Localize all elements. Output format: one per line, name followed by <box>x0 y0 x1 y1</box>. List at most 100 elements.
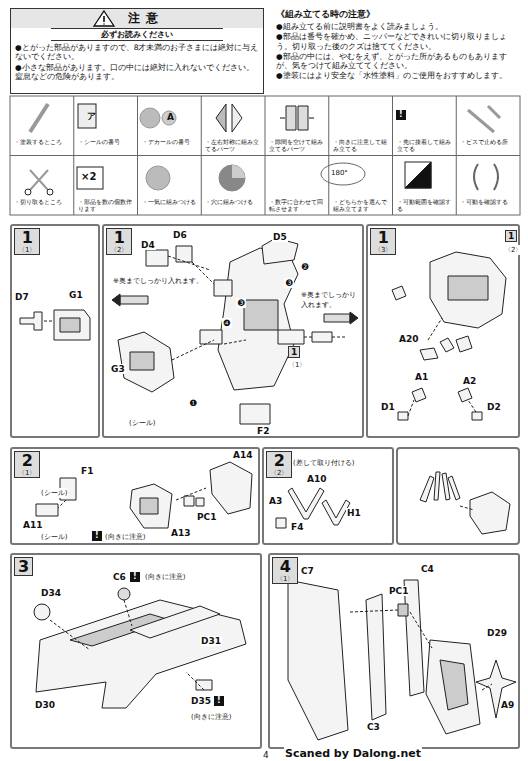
callout-text: ×2 <box>80 171 97 182</box>
caution-box: 注意必ずお読みください ●とがった部品がありますので、8才未満のお子さまには絶対に… <box>10 8 264 94</box>
icon-caption: ・切り取るところ <box>13 198 73 205</box>
step-number: 1 <box>374 229 392 246</box>
part-number: F2 <box>256 426 270 436</box>
note-text: ●小さな部品があります。口の中には絶対に入れないでください。窒息などの危険があり… <box>11 63 263 83</box>
step-number-box: 3 <box>14 557 33 576</box>
callout-text: 1 <box>288 346 300 358</box>
callout-text: ❶ <box>188 398 198 408</box>
step-number: 2 <box>270 452 288 469</box>
callout-text: ! <box>396 110 406 120</box>
part-number: H1 <box>346 508 362 518</box>
callout-text: ! <box>92 531 102 541</box>
part-number: D31 <box>200 636 222 646</box>
note-text: 注意 <box>11 9 263 28</box>
icon-caption: ・可動範囲を確認する <box>396 198 456 212</box>
callout-text: (差して取り付ける) <box>292 458 355 468</box>
part-number: C7 <box>300 566 315 576</box>
callout-text: A <box>166 112 175 122</box>
callout-text: ❸ <box>236 298 246 308</box>
step-number: 3 <box>18 558 29 575</box>
icon-caption: ・隙間を空けて組み立てるパーツ <box>268 138 328 152</box>
callout-text: ア <box>86 110 97 123</box>
panel-box: 4〈1〉 <box>268 553 520 749</box>
step-number: 〈2〉 <box>270 469 288 477</box>
note-text: ●塗装にはより安全な「水性塗料」のご使用をおすすめします。 <box>272 71 520 81</box>
part-number: D34 <box>40 588 62 598</box>
part-number: G1 <box>68 290 84 300</box>
part-number: A9 <box>500 700 515 710</box>
callout-text: ※奥までしっかり入れます。 <box>300 290 362 310</box>
part-number: A11 <box>22 520 44 530</box>
part-number: A10 <box>306 474 328 484</box>
part-number: F1 <box>80 466 94 476</box>
part-number: D29 <box>486 628 508 638</box>
icon-caption: ・向きに注意して組み立てる <box>332 138 392 152</box>
callout-text: 180° <box>330 169 349 177</box>
part-number: D6 <box>172 230 188 240</box>
note-text: 必ずお読みください <box>51 28 223 41</box>
part-number: D35 <box>190 696 212 706</box>
part-number: A3 <box>268 496 283 506</box>
icon-caption: ・左右対称に組み立てるパーツ <box>204 138 264 152</box>
part-number: A13 <box>170 528 192 538</box>
step-number-box: 2〈1〉 <box>14 451 40 478</box>
part-number: A20 <box>398 334 420 344</box>
icon-caption: ・どちらかを選んで組み立てます <box>332 198 392 212</box>
callout-text: 1 <box>505 230 517 242</box>
icon-caption: ・先に接着して組み立てる <box>396 138 456 152</box>
callout-text: Scaned by Dalong.net <box>284 747 422 760</box>
part-number: D5 <box>272 232 288 242</box>
icon-caption: ・可動を確認する <box>459 198 519 205</box>
part-number: C6 <box>112 572 127 582</box>
callout-text: (シール) <box>40 488 68 498</box>
step-number: 1 <box>110 229 128 246</box>
part-number: D1 <box>380 402 396 412</box>
icon-caption: ・一気に組みつける <box>141 198 201 205</box>
icon-caption: ・数字に合わせて回転させます <box>268 198 328 212</box>
step-number-box: 1〈3〉 <box>370 228 396 255</box>
callout-text: ! <box>130 572 140 582</box>
icon-caption: ・部品を数の個数作ります <box>77 198 137 212</box>
part-number: F4 <box>290 522 304 532</box>
notes-box: 《組み立てる時の注意》●組み立てる前に説明書をよく読みましょう。●部品は番号を確… <box>272 8 520 94</box>
part-number: A2 <box>462 376 477 386</box>
callout-text: ❹ <box>222 318 232 328</box>
callout-text: 〈2〉 <box>503 245 523 255</box>
step-number: 〈1〉 <box>276 575 294 583</box>
part-number: D7 <box>14 292 30 302</box>
panel-box: 1〈1〉 <box>10 224 100 438</box>
step-number-box: 4〈1〉 <box>272 557 298 584</box>
step-number: 〈1〉 <box>18 469 36 477</box>
callout-text: 4 <box>262 750 270 760</box>
step-number-box: 2〈2〉 <box>266 451 292 478</box>
callout-text: 〈1〉 <box>287 360 307 370</box>
step-number-box: 1〈1〉 <box>14 228 40 255</box>
part-number: C4 <box>420 564 435 574</box>
note-text: ●組み立てる前に説明書をよく読みましょう。 <box>272 22 520 32</box>
step-number: 〈2〉 <box>110 246 128 254</box>
icon-caption: ・シールの番号 <box>77 138 137 145</box>
step-number-box: 1〈2〉 <box>106 228 132 255</box>
step-number: 〈1〉 <box>18 246 36 254</box>
icon-caption: ・デカールの番号 <box>141 138 201 145</box>
icon-caption: ・塗装するところ <box>13 138 73 145</box>
callout-text: (シール) <box>128 418 156 428</box>
callout-text: ❸ <box>284 278 294 288</box>
part-number: D30 <box>34 700 56 710</box>
panel-box: 1〈2〉 <box>102 224 364 438</box>
callout-text: ! <box>214 696 224 706</box>
step-number: 1 <box>18 229 36 246</box>
part-number: G3 <box>110 364 126 374</box>
part-number: PC1 <box>388 586 409 596</box>
note-text: ●部品の中には、やむをえず、とがった所があるものもありますが、気をつけて組み立て… <box>272 52 520 72</box>
icon-caption: ・ビスで止める所 <box>459 138 519 145</box>
callout-text: ❷ <box>300 262 310 272</box>
part-number: A14 <box>232 450 254 460</box>
callout-text: (向きに注意) <box>144 572 186 582</box>
part-number: PC1 <box>196 512 217 522</box>
callout-text: (シール) <box>40 532 68 542</box>
callout-text: ※奥までしっかり入れます。 <box>112 276 204 286</box>
note-text: ●とがった部品がありますので、8才未満のお子さまには絶対に与えないでください。 <box>11 43 263 63</box>
